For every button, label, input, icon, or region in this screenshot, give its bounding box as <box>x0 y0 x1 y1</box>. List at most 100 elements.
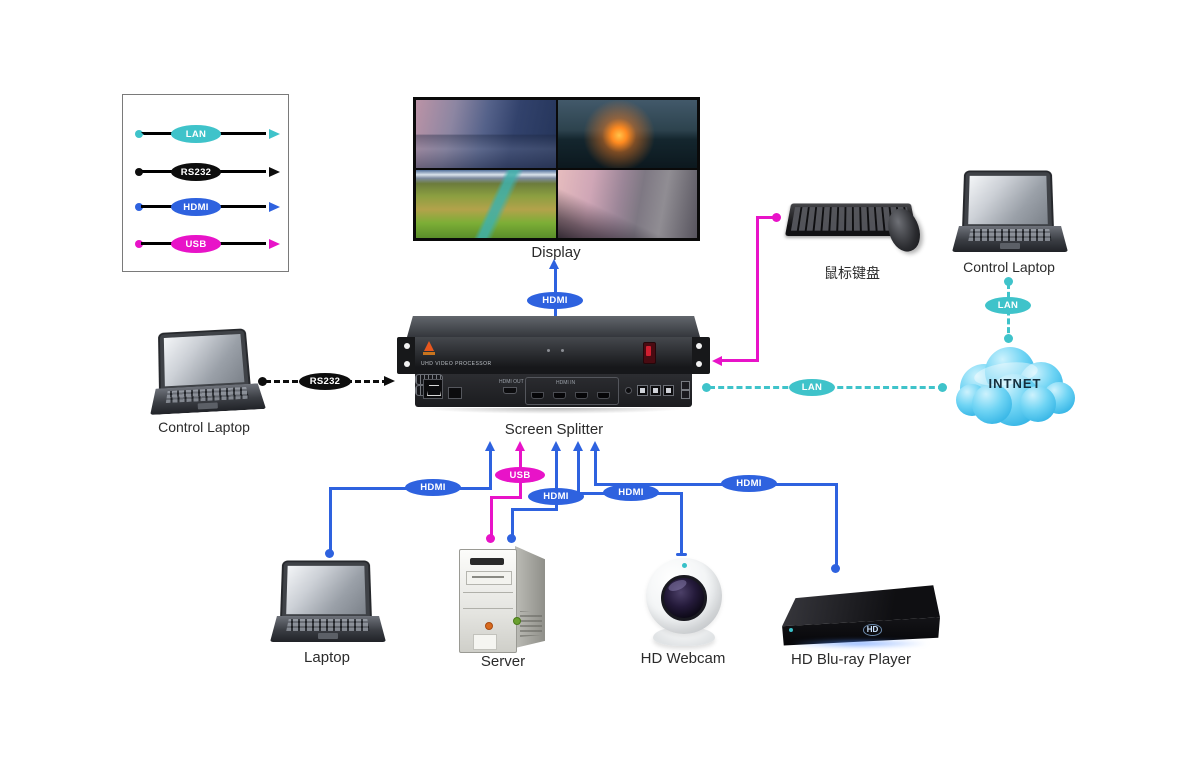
power-switch-rocker <box>646 346 651 356</box>
lan-label-vertical: LAN <box>985 297 1031 314</box>
webcam-lens-icon <box>661 575 707 621</box>
laptop-touchpad <box>317 633 339 639</box>
hdmi-label-laptop: HDMI <box>405 479 461 496</box>
lan-arrow-icon <box>269 129 280 139</box>
display-screen-halfdome <box>557 170 697 238</box>
hdmi-line-server-1 <box>555 449 558 511</box>
splitter-front-text: UHD VIDEO PROCESSOR <box>421 361 492 367</box>
rs232-label: RS232 <box>299 373 351 390</box>
webcam-led-icon <box>682 563 687 568</box>
hdmi-endcap-webcam <box>676 553 687 556</box>
usb-line-keyboard-3 <box>722 359 759 362</box>
lan-endpoint-laptop <box>1004 277 1013 286</box>
rs232-arrow-to-splitter-icon <box>384 376 395 386</box>
cd-drive-bay <box>466 571 512 585</box>
usb-arrow-from-server-icon <box>515 441 525 451</box>
legend-row-rs232: RS232 <box>123 162 288 182</box>
hd-webcam <box>644 558 724 650</box>
webcam-base <box>653 627 715 646</box>
hdmi-line-webcam-3 <box>680 494 683 554</box>
rs232-endpoint-laptop <box>258 377 267 386</box>
server-side-button <box>513 617 521 625</box>
hdmi-line-laptop-1 <box>489 449 492 490</box>
splitter-rack-ear-left <box>397 337 418 374</box>
legend-row-usb: USB <box>123 234 288 254</box>
usb-label-server: USB <box>495 467 545 483</box>
usb-a-stack <box>681 381 690 399</box>
port-inner <box>653 388 658 393</box>
webcam-label: HD Webcam <box>640 650 726 667</box>
laptop-keys <box>968 229 1052 241</box>
display-screen-sunset <box>557 100 697 168</box>
hdmi-out-port <box>503 387 517 394</box>
laptop-screen <box>280 560 372 620</box>
server-front-panel <box>459 549 517 653</box>
panel-divider <box>463 608 513 609</box>
splitter-front-panel: UHD VIDEO PROCESSOR <box>397 337 710 376</box>
bluray-power-led-icon <box>788 627 793 632</box>
hdmi-line-bluray-1 <box>594 449 597 485</box>
rs232-endpoint-icon <box>135 168 143 176</box>
hdmi-line-bluray-3 <box>835 485 838 568</box>
cloud-label: INTNET <box>988 376 1042 391</box>
hdmi-endpoint-bluray <box>831 564 840 573</box>
laptop-keys <box>286 619 370 631</box>
bluray-hd-logo: HD <box>862 623 883 636</box>
power-switch[interactable] <box>643 342 656 364</box>
screw-hole-icon <box>404 361 410 367</box>
server-label: Server <box>480 653 526 670</box>
brand-logo-bar-icon <box>423 352 435 355</box>
hdmi-arrow-from-webcam-icon <box>573 441 583 451</box>
usb-arrow-icon <box>269 239 280 249</box>
hdmi-line-webcam-1 <box>577 449 580 495</box>
legend-hdmi-label: HDMI <box>171 198 221 216</box>
usb-line-keyboard-1 <box>757 216 777 219</box>
control-laptop-top-label: Control Laptop <box>963 259 1055 275</box>
display-videowall <box>413 97 700 241</box>
laptop-base <box>952 226 1068 252</box>
hdmi-endpoint-icon <box>135 203 143 211</box>
bluray-label: HD Blu-ray Player <box>790 651 912 668</box>
legend-row-hdmi: HDMI <box>123 197 288 217</box>
laptop-touchpad <box>999 243 1021 249</box>
hdmi-line-laptop-3 <box>329 489 332 553</box>
server-power-button[interactable] <box>485 622 493 630</box>
cd-slot <box>472 576 504 578</box>
hdmi-arrow-from-server-icon <box>551 441 561 451</box>
usb-b-port-3 <box>663 385 674 396</box>
hdmi-line-server-2 <box>511 508 558 511</box>
screw-hole-icon <box>696 361 702 367</box>
hdmi-in-port-2 <box>553 392 566 399</box>
display-screen-valley <box>416 170 556 238</box>
brand-logo-icon <box>424 341 434 351</box>
legend-usb-label: USB <box>171 235 221 253</box>
hdmi-arrow-from-laptop-icon <box>485 441 495 451</box>
indicator-led-icon <box>561 349 564 352</box>
usb-endpoint-server <box>486 534 495 543</box>
hdmi-line-bluray-2 <box>594 483 838 486</box>
hdmi-out-label: HDMI OUT <box>499 379 524 385</box>
legend-box: LAN RS232 HDMI USB <box>122 94 289 272</box>
floppy-drive-slot <box>470 558 504 565</box>
screw-hole-icon <box>404 343 410 349</box>
ethernet-port <box>448 387 462 399</box>
hdmi-in-port-3 <box>575 392 588 399</box>
hdmi-label-server: HDMI <box>528 488 584 505</box>
lan-endpoint-cloud-left <box>938 383 947 392</box>
server-vent <box>473 634 497 650</box>
lan-endpoint-cloud-top <box>1004 334 1013 343</box>
usb-arrow-to-splitter-icon <box>712 356 722 366</box>
screen-splitter-label: Screen Splitter <box>504 421 604 438</box>
legend-rs232-label: RS232 <box>171 163 221 181</box>
lan-endpoint-icon <box>135 130 143 138</box>
ac-inlet-icon <box>427 385 441 396</box>
laptop-screen <box>962 170 1054 230</box>
display-screen-mountain-lake <box>416 100 556 168</box>
server-side-vents <box>520 611 542 637</box>
lan-endpoint-splitter <box>702 383 711 392</box>
hdmi-in-label: HDMI IN <box>556 380 576 386</box>
indicator-led-icon <box>547 349 550 352</box>
port-inner <box>640 388 645 393</box>
hdmi-label-webcam: HDMI <box>603 484 659 501</box>
